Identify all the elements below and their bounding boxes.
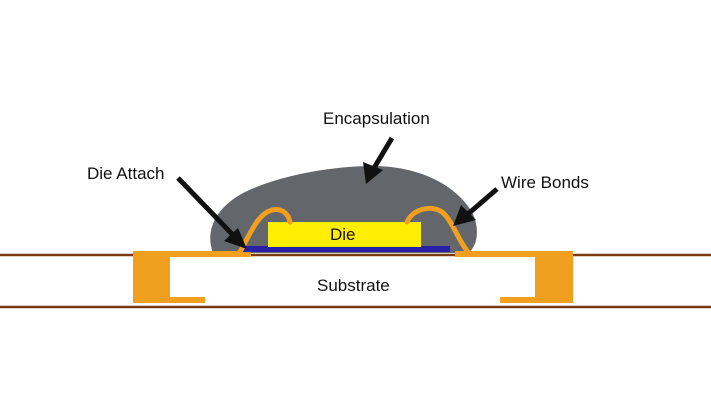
left-top-trace [133, 251, 251, 257]
die-attach-arrowhead [224, 228, 247, 249]
die-attach-arrow-shaft [176, 176, 234, 236]
die-attach-label: Die Attach [87, 164, 165, 183]
die [268, 222, 421, 247]
substrate-label: Substrate [317, 276, 390, 295]
wire-bonds-arrowhead [453, 205, 476, 226]
callout-arrows [176, 136, 499, 249]
right-wire-bond [404, 205, 471, 255]
encapsulation-arrow-shaft [371, 136, 395, 170]
left-wire-bond [237, 207, 293, 255]
die-attach-layer [243, 246, 450, 252]
wire-bonds-label: Wire Bonds [501, 173, 589, 192]
left-via-pad [133, 255, 205, 303]
right-via-pad [500, 255, 573, 303]
encapsulation-label: Encapsulation [323, 109, 430, 128]
die-label: Die [330, 225, 356, 244]
wire-bonds-arrow-shaft [466, 187, 499, 216]
right-top-trace [455, 251, 573, 257]
substrate [0, 253, 711, 309]
encapsulation-arrowhead [363, 162, 383, 184]
wire-bonds [237, 205, 471, 255]
